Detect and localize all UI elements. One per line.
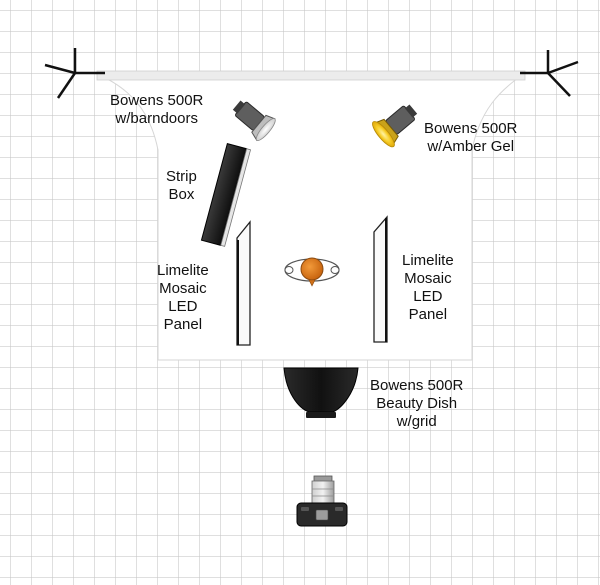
label-line: Bowens 500R	[110, 92, 204, 109]
label-line: Limelite	[157, 262, 209, 279]
led-panel-icon	[236, 220, 251, 346]
beauty-dish-icon	[283, 367, 359, 418]
label-beauty-dish: Bowens 500R Beauty Dish w/grid	[370, 377, 463, 431]
led-panel-icon	[373, 215, 388, 343]
label-limelite-right: Limelite Mosaic LED Panel	[402, 252, 454, 324]
label-line: w/grid	[396, 413, 437, 430]
label-line: Panel	[163, 316, 203, 333]
label-line: LED	[168, 298, 198, 315]
label-bowens-barndoors: Bowens 500R w/barndoors	[110, 92, 203, 128]
label-limelite-left: Limelite Mosaic LED Panel	[157, 262, 209, 334]
label-strip-box: Strip Box	[166, 168, 197, 204]
backdrop-roll	[96, 70, 526, 81]
backdrop-paper	[94, 72, 527, 361]
label-line: LED	[413, 288, 443, 305]
subject-top-view-icon	[284, 257, 340, 287]
label-line: Box	[168, 186, 195, 203]
strip-softbox-icon	[200, 142, 252, 247]
label-line: w/barndoors	[115, 110, 198, 127]
label-line: Strip	[166, 168, 197, 185]
label-line: Mosaic	[404, 270, 452, 287]
label-line: Bowens 500R	[424, 120, 518, 137]
label-bowens-amber: Bowens 500R w/Amber Gel	[424, 120, 517, 156]
label-line: Panel	[408, 306, 448, 323]
label-line: w/Amber Gel	[427, 138, 515, 155]
tripod-stand-icon	[520, 50, 579, 97]
strobe-head-icon	[232, 100, 276, 142]
label-line: Mosaic	[159, 280, 207, 297]
label-line: Beauty Dish	[376, 395, 458, 412]
label-line: Limelite	[402, 252, 454, 269]
tripod-stand-icon	[44, 48, 105, 99]
label-line: Bowens 500R	[370, 377, 464, 394]
strobe-head-icon	[372, 104, 418, 148]
camera-icon	[296, 475, 348, 527]
